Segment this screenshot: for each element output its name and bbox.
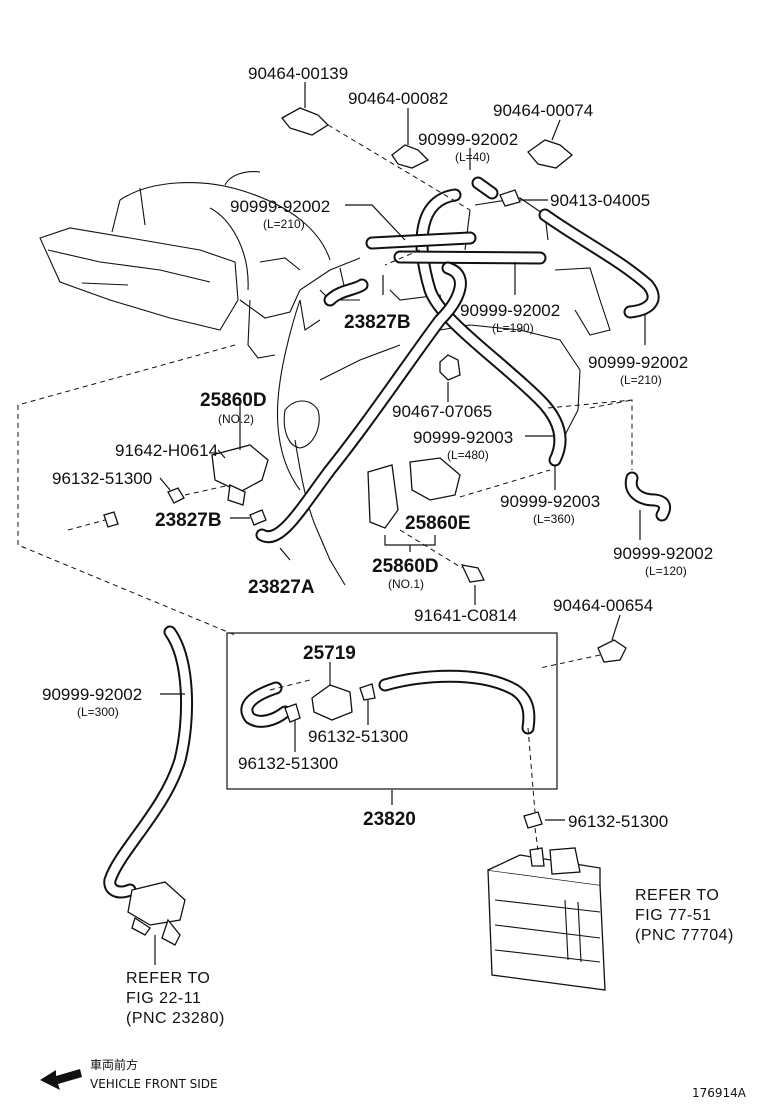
vacuum-switch-left bbox=[127, 881, 186, 946]
label-25860D-bot: 25860D bbox=[372, 556, 439, 577]
label-90999-92002-b-length: (L=210) bbox=[263, 217, 305, 231]
label-91642-H0614: 91642-H0614 bbox=[115, 441, 218, 460]
hoses bbox=[103, 176, 672, 899]
ref-left-line2: FIG 22-11 bbox=[126, 990, 201, 1007]
label-90467-07065: 90467-07065 bbox=[392, 402, 492, 421]
clamp-96132-51300-b bbox=[359, 683, 376, 701]
bolt-91642-H0614 bbox=[167, 487, 185, 504]
label-23827A: 23827A bbox=[248, 577, 315, 598]
label-90999-92003-a: 90999-92003 bbox=[413, 428, 513, 447]
label-23827B-top: 23827B bbox=[344, 312, 411, 333]
clamp-96132-51300-d bbox=[523, 811, 543, 829]
charcoal-canister bbox=[487, 847, 606, 991]
label-96132-51300-b: 96132-51300 bbox=[308, 727, 408, 746]
assembly-box-23820 bbox=[226, 632, 558, 790]
part-labels: 90464-00139 90464-00082 90464-00074 9099… bbox=[42, 64, 713, 831]
clip-90464-00654 bbox=[597, 639, 627, 663]
fitting-90413-04005 bbox=[499, 189, 521, 207]
label-91641-C0814: 91641-C0814 bbox=[414, 606, 517, 625]
label-90999-92002-a: 90999-92002 bbox=[418, 130, 518, 149]
label-25860D-top-no: (NO.2) bbox=[218, 412, 254, 426]
label-90999-92002-e: 90999-92002 bbox=[613, 544, 713, 563]
label-25860D-top: 25860D bbox=[200, 390, 267, 411]
label-90999-92002-e-length: (L=120) bbox=[645, 564, 687, 578]
vsv-25860E bbox=[409, 457, 461, 501]
engine-outline bbox=[39, 171, 611, 586]
label-96132-51300-d: 96132-51300 bbox=[568, 812, 668, 831]
vsv-25860D-no2 bbox=[211, 444, 269, 493]
label-90999-92002-f: 90999-92002 bbox=[42, 685, 142, 704]
label-90413-04005: 90413-04005 bbox=[550, 191, 650, 210]
label-90999-92002-d-length: (L=210) bbox=[620, 373, 662, 387]
label-90999-92002-b: 90999-92002 bbox=[230, 197, 330, 216]
label-90999-92002-f-length: (L=300) bbox=[77, 705, 119, 719]
filter-25719 bbox=[311, 684, 353, 721]
bolt-91641-C0814 bbox=[460, 564, 485, 583]
label-23820: 23820 bbox=[363, 809, 416, 830]
hose-23827B-mid bbox=[249, 509, 267, 526]
clamp-96132-51300-c bbox=[284, 703, 301, 723]
label-90999-92002-a-length: (L=40) bbox=[455, 150, 490, 164]
direction-english: VEHICLE FRONT SIDE bbox=[90, 1077, 218, 1091]
figure-id: 176914A bbox=[692, 1086, 747, 1100]
clamp-96132-51300-a bbox=[103, 511, 119, 528]
clamp-90467-07065 bbox=[439, 354, 461, 381]
label-96132-51300-a: 96132-51300 bbox=[52, 469, 152, 488]
clip-90464-00082 bbox=[391, 144, 430, 169]
reference-notes: REFER TO FIG 77-51 (PNC 77704) REFER TO … bbox=[126, 887, 734, 1027]
ref-right-line3: (PNC 77704) bbox=[635, 927, 734, 944]
ref-right-line2: FIG 77-51 bbox=[635, 907, 712, 924]
label-90999-92002-c-length: (L=190) bbox=[492, 321, 534, 335]
label-25719: 25719 bbox=[303, 643, 356, 664]
label-90999-92003-b: 90999-92003 bbox=[500, 492, 600, 511]
label-90464-00074: 90464-00074 bbox=[493, 101, 593, 120]
label-90999-92002-c: 90999-92002 bbox=[460, 301, 560, 320]
vehicle-front-arrow-icon bbox=[40, 1069, 82, 1090]
ref-left-line1: REFER TO bbox=[126, 970, 210, 987]
label-90464-00139: 90464-00139 bbox=[248, 64, 348, 83]
label-90999-92003-a-length: (L=480) bbox=[447, 448, 489, 462]
label-90464-00082: 90464-00082 bbox=[348, 89, 448, 108]
label-90999-92003-b-length: (L=360) bbox=[533, 512, 575, 526]
parts bbox=[103, 107, 627, 991]
footer: 車両前方 VEHICLE FRONT SIDE 176914A bbox=[40, 1057, 747, 1100]
ref-left-line3: (PNC 23280) bbox=[126, 1010, 225, 1027]
bracket-25860D-no1 bbox=[367, 464, 399, 529]
label-25860D-bot-no: (NO.1) bbox=[388, 577, 424, 591]
label-90464-00654: 90464-00654 bbox=[553, 596, 653, 615]
clip-90464-00074 bbox=[527, 139, 574, 169]
ref-right-line1: REFER TO bbox=[635, 887, 719, 904]
leader-lines bbox=[17, 82, 646, 965]
label-90999-92002-d: 90999-92002 bbox=[588, 353, 688, 372]
label-25860E: 25860E bbox=[405, 513, 471, 534]
direction-japanese: 車両前方 bbox=[90, 1057, 138, 1072]
clip-90464-00139 bbox=[281, 107, 330, 136]
label-96132-51300-c: 96132-51300 bbox=[238, 754, 338, 773]
label-23827B-mid: 23827B bbox=[155, 510, 222, 531]
